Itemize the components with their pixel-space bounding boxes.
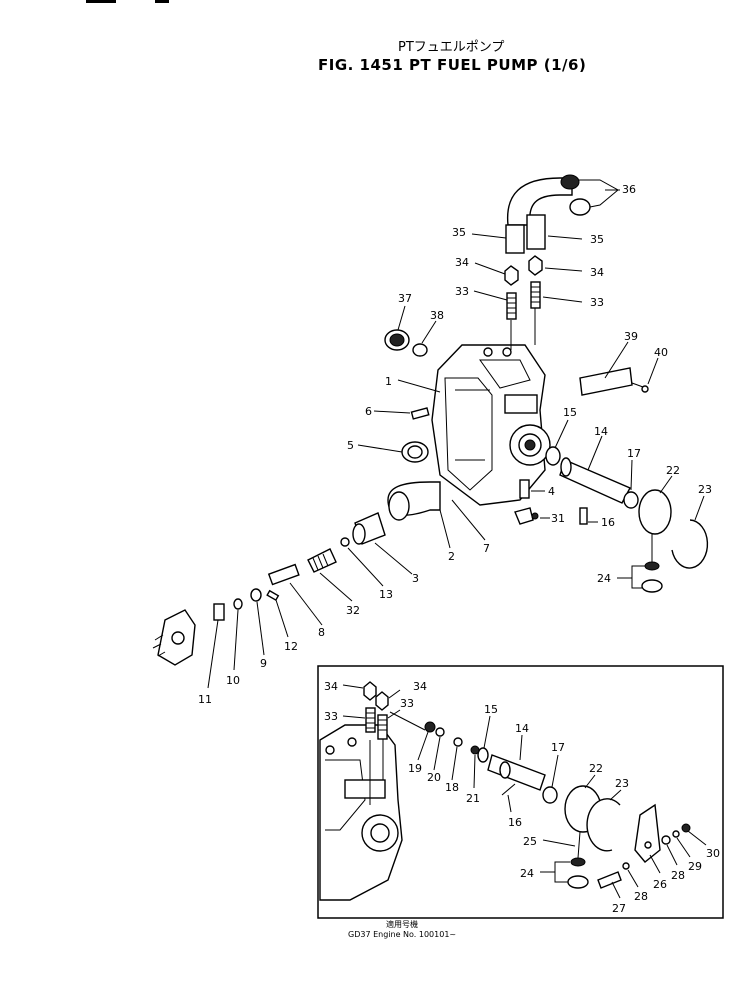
nuts-and-springs-drawing: [504, 255, 543, 350]
callout-36: 36: [622, 183, 636, 196]
callout-16: 16: [601, 516, 615, 529]
callout-14: 14: [594, 425, 608, 438]
scan-mark: [86, 0, 116, 3]
inset-housing-drawing: [319, 724, 403, 901]
cap-and-oring-drawing: [384, 329, 428, 357]
main-leader-lines: [207, 189, 705, 689]
inset-callout-15: 15: [484, 703, 498, 716]
callout-2: 2: [448, 550, 455, 563]
callout-34: 34: [590, 266, 604, 279]
inset-callout-34: 34: [324, 680, 338, 693]
inset-callout-26: 26: [653, 878, 667, 891]
callout-38: 38: [430, 309, 444, 322]
callout-4: 4: [548, 485, 555, 498]
inset-leader-lines: [342, 684, 707, 899]
callout-1: 1: [385, 375, 392, 388]
callout-9: 9: [260, 657, 267, 670]
inset-callout-19: 19: [408, 762, 422, 775]
callout-3: 3: [412, 572, 419, 585]
inset-callout-20: 20: [427, 771, 441, 784]
inset-callout-22: 22: [589, 762, 603, 775]
callout-13: 13: [379, 588, 393, 601]
callout-22: 22: [666, 464, 680, 477]
figure-title-japanese: PTフュエルポンプ: [398, 40, 505, 55]
inset-callout-30: 30: [706, 847, 720, 860]
main-callout-labels: 36 35 35 34 34 33 33 37 38 39 40 1 6 5 1…: [198, 183, 712, 706]
callout-31: 31: [551, 512, 565, 525]
inset-callout-29: 29: [688, 860, 702, 873]
applicability-note: 適用号機 GD37 Engine No. 100101~: [348, 920, 456, 940]
callout-12: 12: [284, 640, 298, 653]
callout-32: 32: [346, 604, 360, 617]
callout-24: 24: [597, 572, 611, 585]
inset-callout-28: 28: [634, 890, 648, 903]
inset-callout-21: 21: [466, 792, 480, 805]
bushing-parts-drawing: [152, 407, 441, 666]
applicability-heading: 適用号機: [386, 920, 419, 929]
engine-serial-range: GD37 Engine No. 100101~: [348, 930, 457, 939]
callout-15: 15: [563, 406, 577, 419]
callout-17: 17: [627, 447, 641, 460]
callout-37: 37: [398, 292, 412, 305]
inset-callout-24: 24: [520, 867, 534, 880]
inset-frame: [317, 665, 724, 919]
callout-5: 5: [347, 439, 354, 452]
inset-callout-23: 23: [615, 777, 629, 790]
inset-callout-28: 28: [671, 869, 685, 882]
callout-8: 8: [318, 626, 325, 639]
inset-callout-16: 16: [508, 816, 522, 829]
callout-39: 39: [624, 330, 638, 343]
inset-parts-drawing: [363, 681, 691, 889]
inset-callout-25: 25: [523, 835, 537, 848]
inset-callout-labels: 34 34 33 33 19 20 18 21 15 14 16 17 22 2…: [324, 680, 720, 915]
shaft-and-seals-drawing: [514, 446, 709, 593]
inset-callout-17: 17: [551, 741, 565, 754]
plate-and-screw-drawing: [579, 367, 649, 396]
inset-callout-34: 34: [413, 680, 427, 693]
pump-housing-drawing: [431, 344, 551, 506]
callout-23: 23: [698, 483, 712, 496]
inset-callout-14: 14: [515, 722, 529, 735]
inset-callout-18: 18: [445, 781, 459, 794]
callout-34: 34: [455, 256, 469, 269]
inset-callout-33: 33: [400, 697, 414, 710]
callout-33: 33: [455, 285, 469, 298]
tube-assembly-drawing: [505, 174, 619, 254]
callout-33: 33: [590, 296, 604, 309]
callout-7: 7: [483, 542, 490, 555]
callout-11: 11: [198, 693, 212, 706]
callout-35: 35: [590, 233, 604, 246]
inset-callout-27: 27: [612, 902, 626, 915]
scan-mark: [155, 0, 169, 3]
callout-40: 40: [654, 346, 668, 359]
figure-title: FIG. 1451 PT FUEL PUMP (1/6): [318, 56, 587, 74]
inset-callout-33: 33: [324, 710, 338, 723]
callout-10: 10: [226, 674, 240, 687]
callout-35: 35: [452, 226, 466, 239]
callout-6: 6: [365, 405, 372, 418]
